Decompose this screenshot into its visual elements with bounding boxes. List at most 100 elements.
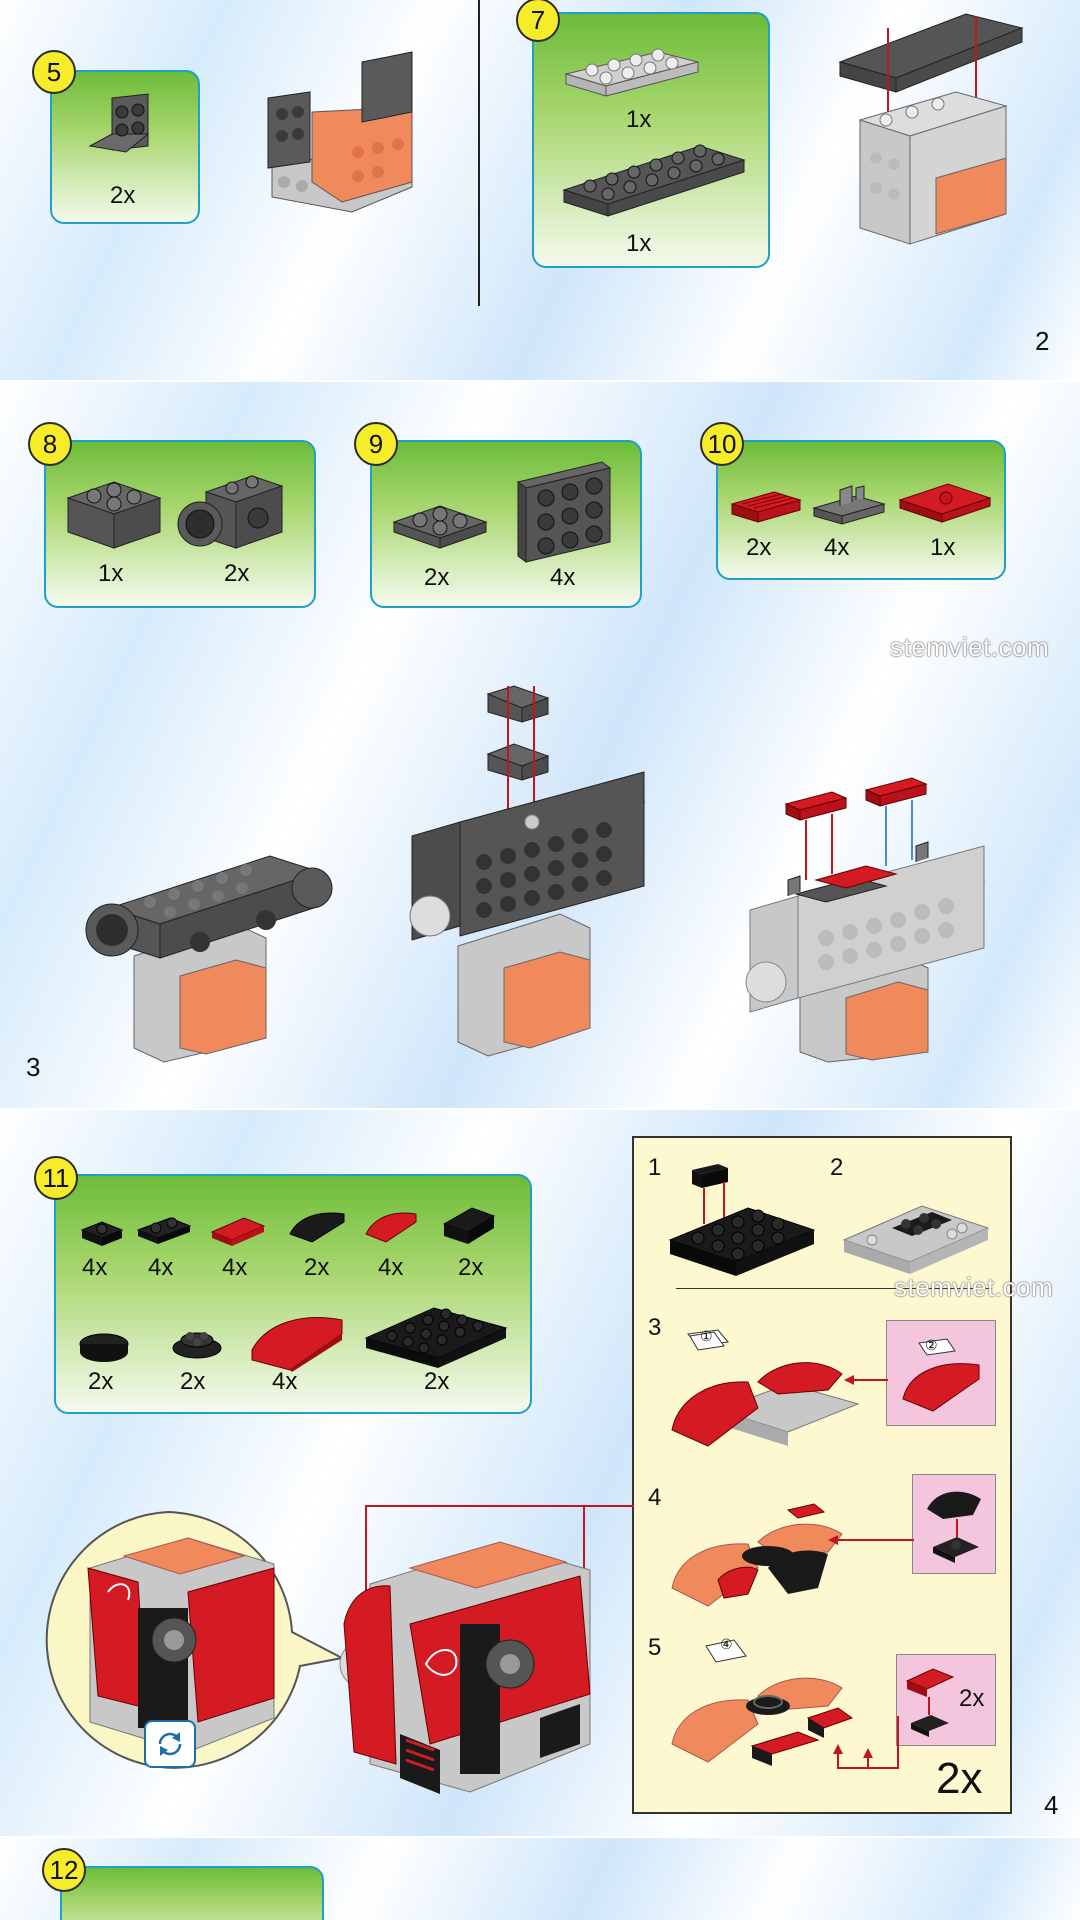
step-9-parts-box: 2x 4x [370,440,642,608]
part-quantity: 4x [824,534,850,561]
red-grille-tile-part [730,491,802,523]
sub-step-number: 1 [648,1154,662,1181]
red-curved-slope-part [365,1212,417,1243]
multiplier-label: 2x [936,1754,983,1803]
page-number: 2 [1035,326,1050,356]
part-quantity: 1x [626,230,652,257]
turntable-part [172,1332,222,1359]
part-quantity: 2x [424,564,450,591]
part-quantity: 4x [378,1254,404,1281]
part-quantity: 2x [458,1254,484,1281]
part-quantity: 1x [98,560,124,587]
watermark: stemviet.com [890,632,1050,662]
angle-plate-part [88,93,150,153]
technic-plate-part [516,461,612,563]
part-quantity: 2x [224,560,250,587]
sub-step-4-model [671,1503,843,1607]
red-slope-part [902,1338,980,1412]
instruction-page-4: 11 4x 4x 4x 2x 4x 2x 2x 2x 4x 2x [0,1110,1080,1836]
step-number-badge: 12 [42,1848,86,1892]
sub-panel-divider [676,1288,992,1289]
step-5-assembly-model [267,51,413,213]
step-10-assembly-model [745,777,986,1063]
light-gray-plate-part [564,48,699,97]
black-wedge-part [442,1207,496,1244]
step-number-badge: 5 [32,50,76,94]
step-11-parts-box: 4x 4x 4x 2x 4x 2x 2x 2x 4x 2x [54,1174,532,1414]
step-5-parts-box: 2x [50,70,200,224]
sub-step-number: 2 [830,1154,844,1181]
inset-quantity: 2x [959,1685,985,1712]
sub-step-number: 4 [648,1484,662,1511]
sub-step-3-model [671,1329,860,1447]
part-quantity: 1x [930,534,956,561]
brick-2x2-part [66,481,162,549]
step-9-assembly-model [409,685,646,1057]
part-quantity: 1x [626,106,652,133]
sub-step-number: 3 [648,1314,662,1341]
tile-1x1-black-part [80,1221,124,1246]
part-quantity: 4x [272,1368,298,1395]
plate-2x2-part [392,505,488,549]
callout-tag [705,1639,747,1663]
direction-arrow [833,1716,899,1769]
dark-gray-plate-part [562,144,746,217]
callout-label: ② [925,1337,938,1353]
step-12-parts-box [60,1866,324,1920]
plate-6x6-black-part [364,1307,508,1368]
part-quantity: 4x [222,1254,248,1281]
step-number-badge: 10 [700,422,744,466]
page-divider [478,0,480,306]
direction-arrow [844,1375,888,1385]
part-quantity: 4x [550,564,576,591]
step-number-badge: 9 [354,422,398,466]
sub-step-5-inset: 2x [896,1654,996,1746]
step-8-assembly-model [85,855,333,1063]
round-tile-black-part [79,1333,129,1362]
sub-step-5-model [671,1677,854,1766]
page-number: 3 [26,1052,41,1082]
sub-step-4-inset [912,1474,996,1574]
step-7-parts-box: 1x 1x [532,12,770,268]
callout-label: ① [700,1328,713,1344]
sub-assembly-panel: 1 2 stemviet.com 3 ① [632,1136,1053,1814]
callout-tag [689,1331,725,1351]
step-11-assembly-model [339,1541,591,1794]
part-quantity: 2x [424,1368,450,1395]
red-grille-on-plate [905,1668,955,1737]
page-number: 4 [1044,1790,1059,1820]
part-quantity: 2x [88,1368,114,1395]
instruction-page-3: 8 1x 2x 9 2x [0,382,1080,1108]
step-number-badge: 8 [28,422,72,466]
black-curved-slope-part [289,1212,345,1243]
part-quantity: 2x [180,1368,206,1395]
callout-label: ④ [720,1636,733,1652]
sub-step-2-model [842,1205,990,1274]
sub-step-number: 5 [648,1634,662,1661]
rotate-icon [144,1720,196,1768]
part-quantity: 4x [148,1254,174,1281]
instruction-page-2: 5 2x 7 1x [0,0,1080,380]
step-7-assembly-model [838,13,1024,245]
instruction-page-5: 12 [0,1838,1080,1920]
step-number-badge: 11 [34,1156,78,1200]
watermark: stemviet.com [894,1272,1054,1302]
sub-step-3-inset: ② [886,1320,996,1426]
technic-brick-part [177,475,284,549]
step-8-parts-box: 1x 2x [44,440,316,608]
red-large-curved-slope-part [251,1317,343,1372]
step-10-parts-box: 2x 4x 1x [716,440,1006,580]
part-quantity: 2x [304,1254,330,1281]
direction-arrow [828,1535,914,1545]
step-number-badge: 7 [516,0,560,42]
part-quantity: 4x [82,1254,108,1281]
red-plate-part [898,483,992,523]
sub-step-1-model [668,1164,816,1276]
black-slope-on-plate [927,1491,981,1563]
clip-plate-part [812,485,886,525]
part-quantity: 2x [110,182,136,209]
part-quantity: 2x [746,534,772,561]
plate-1x2-black-part [136,1217,192,1244]
rotate-arrows [158,1732,182,1756]
red-slope-grille-part [210,1217,266,1246]
